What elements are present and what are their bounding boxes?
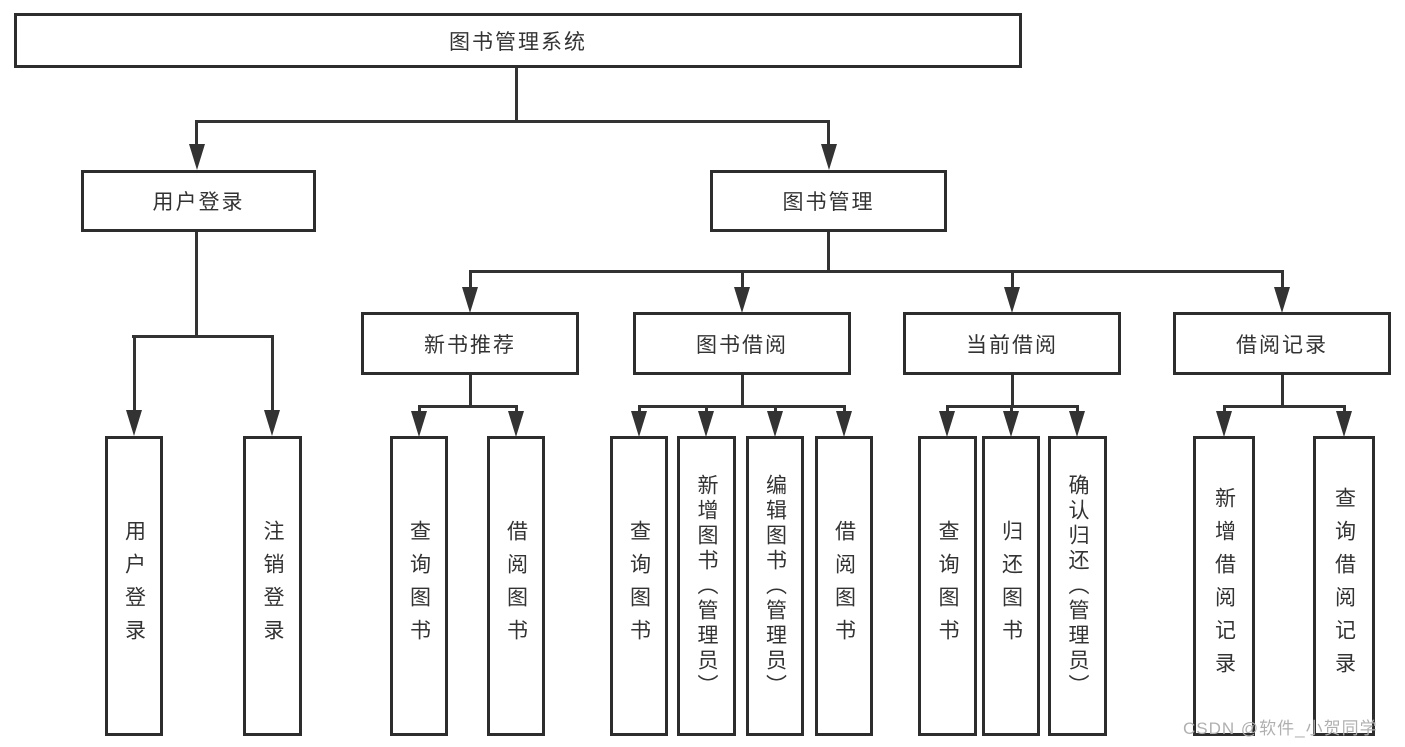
leaf-query-book-current: 查询图书 (918, 436, 977, 736)
leaf-add-borrow-record-label: 新增借阅记录 (1212, 487, 1236, 685)
arrowhead-leaf-confirm-return (1069, 411, 1085, 437)
leaf-confirm-return-admin: 确认归还（管理员） (1048, 436, 1107, 736)
leaf-query-book-current-label: 查询图书 (936, 520, 959, 652)
arrowhead-leaf-logout (264, 410, 280, 436)
connector-user-login-hline (132, 335, 274, 338)
leaf-query-borrow-record-label: 查询借阅记录 (1332, 487, 1356, 685)
connector-book-borrow-hline (638, 405, 845, 408)
connector-book-borrow-stem (741, 375, 744, 407)
arrowhead-leaf-return-book (1003, 411, 1019, 437)
connector-book-borrow-drop (741, 270, 744, 290)
leaf-add-borrow-record: 新增借阅记录 (1193, 436, 1255, 736)
connector-leaf-drop (843, 405, 846, 415)
connector-leaf-logout-drop (271, 335, 274, 413)
arrowhead-leaf-user-login (126, 410, 142, 436)
leaf-edit-book-admin-label: 编辑图书（管理员） (763, 473, 787, 699)
node-book-borrow: 图书借阅 (633, 312, 851, 375)
connector-leaf-drop (515, 405, 518, 415)
connector-borrow-records-hline (1223, 405, 1345, 408)
node-new-book-recommend: 新书推荐 (361, 312, 579, 375)
leaf-user-login-label: 用户登录 (122, 520, 146, 652)
node-root-label: 图书管理系统 (449, 30, 587, 54)
arrowhead-book-borrow (734, 287, 750, 313)
leaf-confirm-return-admin-label: 确认归还（管理员） (1066, 473, 1089, 699)
leaf-add-book-admin: 新增图书（管理员） (677, 436, 736, 736)
arrowhead-user-login (189, 144, 205, 170)
node-book-management-label: 图书管理 (782, 191, 875, 214)
node-user-login-label: 用户登录 (152, 191, 245, 214)
arrowhead-leaf-borrow-book-new (508, 411, 524, 437)
leaf-return-book: 归还图书 (982, 436, 1040, 736)
connector-borrow-records-stem (1281, 375, 1284, 407)
node-borrow-records-label: 借阅记录 (1236, 333, 1328, 357)
arrowhead-leaf-query-book-current (939, 411, 955, 437)
connector-leaf-drop (1010, 405, 1013, 415)
leaf-borrow-book-new-label: 借阅图书 (504, 520, 528, 652)
connector-leaf-drop (638, 405, 641, 415)
connector-book-management-stem (827, 232, 830, 272)
connector-leaf-drop (1223, 405, 1226, 415)
leaf-borrow-book-borrow-label: 借阅图书 (832, 520, 856, 652)
arrowhead-new-book (462, 287, 478, 313)
leaf-borrow-book-new: 借阅图书 (487, 436, 545, 736)
connector-leaf-drop (1076, 405, 1079, 415)
connector-level3-hline (469, 270, 1283, 273)
arrowhead-current-borrow (1004, 287, 1020, 313)
arrowhead-leaf-borrow-book-borrow (836, 411, 852, 437)
connector-leaf-drop (774, 405, 777, 415)
connector-book-management-drop (827, 120, 830, 148)
arrowhead-leaf-query-book-new (411, 411, 427, 437)
leaf-return-book-label: 归还图书 (999, 520, 1023, 652)
arrowhead-book-management (821, 144, 837, 170)
connector-borrow-records-drop (1281, 270, 1284, 290)
leaf-query-book-new: 查询图书 (390, 436, 448, 736)
node-borrow-records: 借阅记录 (1173, 312, 1391, 375)
connector-leaf-user-login-drop (133, 335, 136, 413)
connector-root-stem (515, 67, 518, 122)
arrowhead-leaf-query-book-borrow (631, 411, 647, 437)
connector-leaf-drop (418, 405, 421, 415)
leaf-borrow-book-borrow: 借阅图书 (815, 436, 873, 736)
leaf-edit-book-admin: 编辑图书（管理员） (746, 436, 804, 736)
connector-user-login-drop (195, 120, 198, 148)
node-book-borrow-label: 图书借阅 (696, 333, 788, 357)
node-current-borrow: 当前借阅 (903, 312, 1121, 375)
connector-new-book-stem (469, 375, 472, 407)
leaf-query-borrow-record: 查询借阅记录 (1313, 436, 1375, 736)
arrowhead-leaf-add-book-admin (698, 411, 714, 437)
node-book-management: 图书管理 (710, 170, 947, 232)
leaf-logout-label: 注销登录 (261, 520, 284, 652)
arrowhead-leaf-edit-book-admin (767, 411, 783, 437)
connector-new-book-hline (418, 405, 517, 408)
node-user-login: 用户登录 (81, 170, 316, 232)
node-new-book-recommend-label: 新书推荐 (424, 333, 516, 357)
connector-leaf-drop (1343, 405, 1346, 415)
leaf-query-book-new-label: 查询图书 (407, 520, 431, 652)
connector-leaf-drop (946, 405, 949, 415)
connector-level2-hline (196, 120, 830, 123)
arrowhead-leaf-query-borrow-record (1336, 411, 1352, 437)
connector-leaf-drop (705, 405, 708, 415)
leaf-query-book-borrow-label: 查询图书 (627, 520, 651, 652)
connector-new-book-drop (469, 270, 472, 290)
csdn-watermark: CSDN @软件_小贺同学 (1183, 719, 1378, 738)
arrowhead-leaf-add-borrow-record (1216, 411, 1232, 437)
leaf-user-login: 用户登录 (105, 436, 163, 736)
leaf-add-book-admin-label: 新增图书（管理员） (695, 473, 718, 699)
node-root: 图书管理系统 (14, 13, 1022, 68)
node-current-borrow-label: 当前借阅 (966, 333, 1058, 357)
connector-current-borrow-drop (1011, 270, 1014, 290)
arrowhead-borrow-records (1274, 287, 1290, 313)
connector-user-login-stem (195, 232, 198, 337)
leaf-logout: 注销登录 (243, 436, 302, 736)
connector-current-borrow-stem (1011, 375, 1014, 407)
leaf-query-book-borrow: 查询图书 (610, 436, 668, 736)
